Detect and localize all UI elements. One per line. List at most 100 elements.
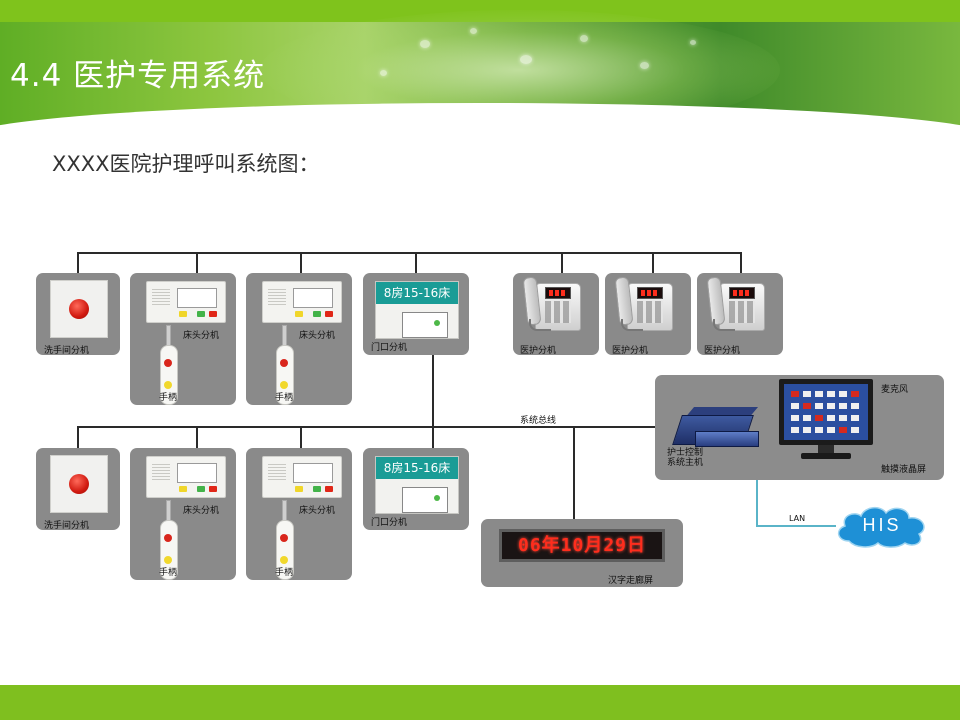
bedside-unit-panel: 床头分机 手柄 <box>246 273 352 405</box>
header-banner <box>0 0 960 138</box>
bedside-unit-device <box>262 456 342 498</box>
dew-drop <box>380 70 387 76</box>
touch-lcd-monitor-icon <box>779 379 873 461</box>
corridor-display-text: 06年10月29日 <box>517 535 647 556</box>
handset-device <box>276 325 294 405</box>
lcd-screen <box>177 463 217 483</box>
nurse-unit-label: 医护分机 <box>704 346 741 356</box>
his-label: HIS <box>862 515 902 535</box>
door-sign: 8房15-16床 <box>376 282 458 304</box>
handset-label: 手柄 <box>159 568 178 578</box>
bedside-unit-label: 床头分机 <box>183 506 220 516</box>
microphone-label: 麦克风 <box>881 385 909 395</box>
red-key <box>209 486 217 492</box>
connector-line <box>77 252 79 274</box>
washroom-unit-panel: 洗手间分机 <box>36 448 120 531</box>
red-key <box>325 311 333 317</box>
handset-label: 手柄 <box>159 393 178 403</box>
green-led-icon <box>434 495 440 501</box>
bedside-unit-label: 床头分机 <box>299 331 336 341</box>
door-sign: 8房15-16床 <box>376 457 458 479</box>
washroom-call-button <box>50 280 108 338</box>
corridor-screen-label: 汉字走廊屏 <box>608 576 654 586</box>
washroom-call-button <box>50 455 108 513</box>
host-station-panel: 护士控制 系统主机 <box>655 375 944 480</box>
bedside-unit-panel: 床头分机 手柄 <box>246 448 352 580</box>
cloud-shape <box>837 507 925 548</box>
green-led-icon <box>434 320 440 326</box>
dew-drop <box>420 40 430 48</box>
his-cloud-icon: HIS <box>833 503 931 549</box>
handset-device <box>160 500 178 580</box>
dew-drop <box>520 55 532 64</box>
lcd-screen <box>293 288 333 308</box>
yellow-key <box>179 311 187 317</box>
connector-line <box>740 252 742 274</box>
lan-line <box>756 479 758 527</box>
top-bus-line <box>77 252 741 254</box>
connector-line <box>77 426 79 448</box>
bedside-unit-label: 床头分机 <box>299 506 336 516</box>
connector-line <box>300 426 302 448</box>
lcd-screen <box>293 463 333 483</box>
nurse-phone-icon <box>614 275 681 335</box>
lcd-screen <box>177 288 217 308</box>
bedside-unit-label: 床头分机 <box>183 331 220 341</box>
corridor-led-display: 06年10月29日 <box>499 529 665 562</box>
host-label-line2: 系统主机 <box>667 458 704 468</box>
connector-line <box>415 252 417 274</box>
dew-drop <box>640 62 649 69</box>
speaker-icon <box>268 287 286 305</box>
washroom-unit-panel: 洗手间分机 <box>36 273 120 356</box>
trunk-line <box>432 354 434 428</box>
red-call-button-icon <box>69 474 89 494</box>
connector-line <box>432 426 434 448</box>
red-call-button-icon <box>69 299 89 319</box>
speaker-icon <box>152 462 170 480</box>
diagram-subtitle: XXXX医院护理呼叫系统图： <box>52 152 320 176</box>
door-unit-device: 8房15-16床 <box>375 281 459 339</box>
nurse-unit-label: 医护分机 <box>520 346 557 356</box>
connector-line <box>196 426 198 448</box>
nurse-phone-icon <box>522 275 589 335</box>
connector-line <box>300 252 302 274</box>
green-key <box>197 311 205 317</box>
lcd-screen <box>402 312 448 338</box>
dew-drop <box>690 40 696 45</box>
bus-label: 系统总线 <box>520 416 557 426</box>
nurse-unit-panel: 医护分机 <box>697 273 783 356</box>
door-unit-label: 门口分机 <box>371 343 408 353</box>
yellow-key <box>179 486 187 492</box>
lan-line <box>756 525 836 527</box>
connector-line <box>573 426 575 520</box>
speaker-icon <box>268 462 286 480</box>
washroom-unit-label: 洗手间分机 <box>44 521 90 531</box>
dew-drop <box>470 28 477 34</box>
dew-drop <box>580 35 588 42</box>
bedside-unit-panel: 床头分机 手柄 <box>130 273 236 405</box>
handset-device <box>276 500 294 580</box>
door-unit-panel: 8房15-16床 门口分机 <box>363 448 469 530</box>
lcd-screen <box>402 487 448 513</box>
corridor-screen-panel: 06年10月29日 汉字走廊屏 <box>481 519 683 587</box>
host-server-icon <box>672 401 767 451</box>
connector-line <box>652 252 654 274</box>
connector-line <box>561 252 563 274</box>
connector-line <box>196 252 198 274</box>
lan-label: LAN <box>789 514 806 523</box>
green-key <box>313 311 321 317</box>
door-unit-label: 门口分机 <box>371 518 408 528</box>
green-key <box>197 486 205 492</box>
system-bus-line <box>77 426 657 428</box>
page-title: 4.4 医护专用系统 <box>10 58 266 94</box>
footer-bar <box>0 685 960 720</box>
yellow-key <box>295 311 303 317</box>
door-unit-panel: 8房15-16床 门口分机 <box>363 273 469 355</box>
touch-lcd-label: 触摸液晶屏 <box>881 465 927 475</box>
bedside-unit-device <box>146 281 226 323</box>
bedside-unit-device <box>146 456 226 498</box>
host-label-line1: 护士控制 <box>667 448 704 458</box>
speaker-icon <box>152 287 170 305</box>
red-key <box>209 311 217 317</box>
